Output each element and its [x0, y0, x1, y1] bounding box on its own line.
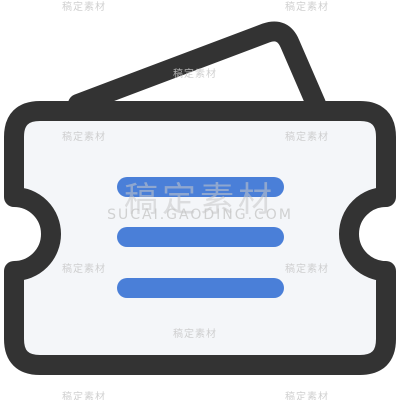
- back-ticket-card: [68, 21, 326, 114]
